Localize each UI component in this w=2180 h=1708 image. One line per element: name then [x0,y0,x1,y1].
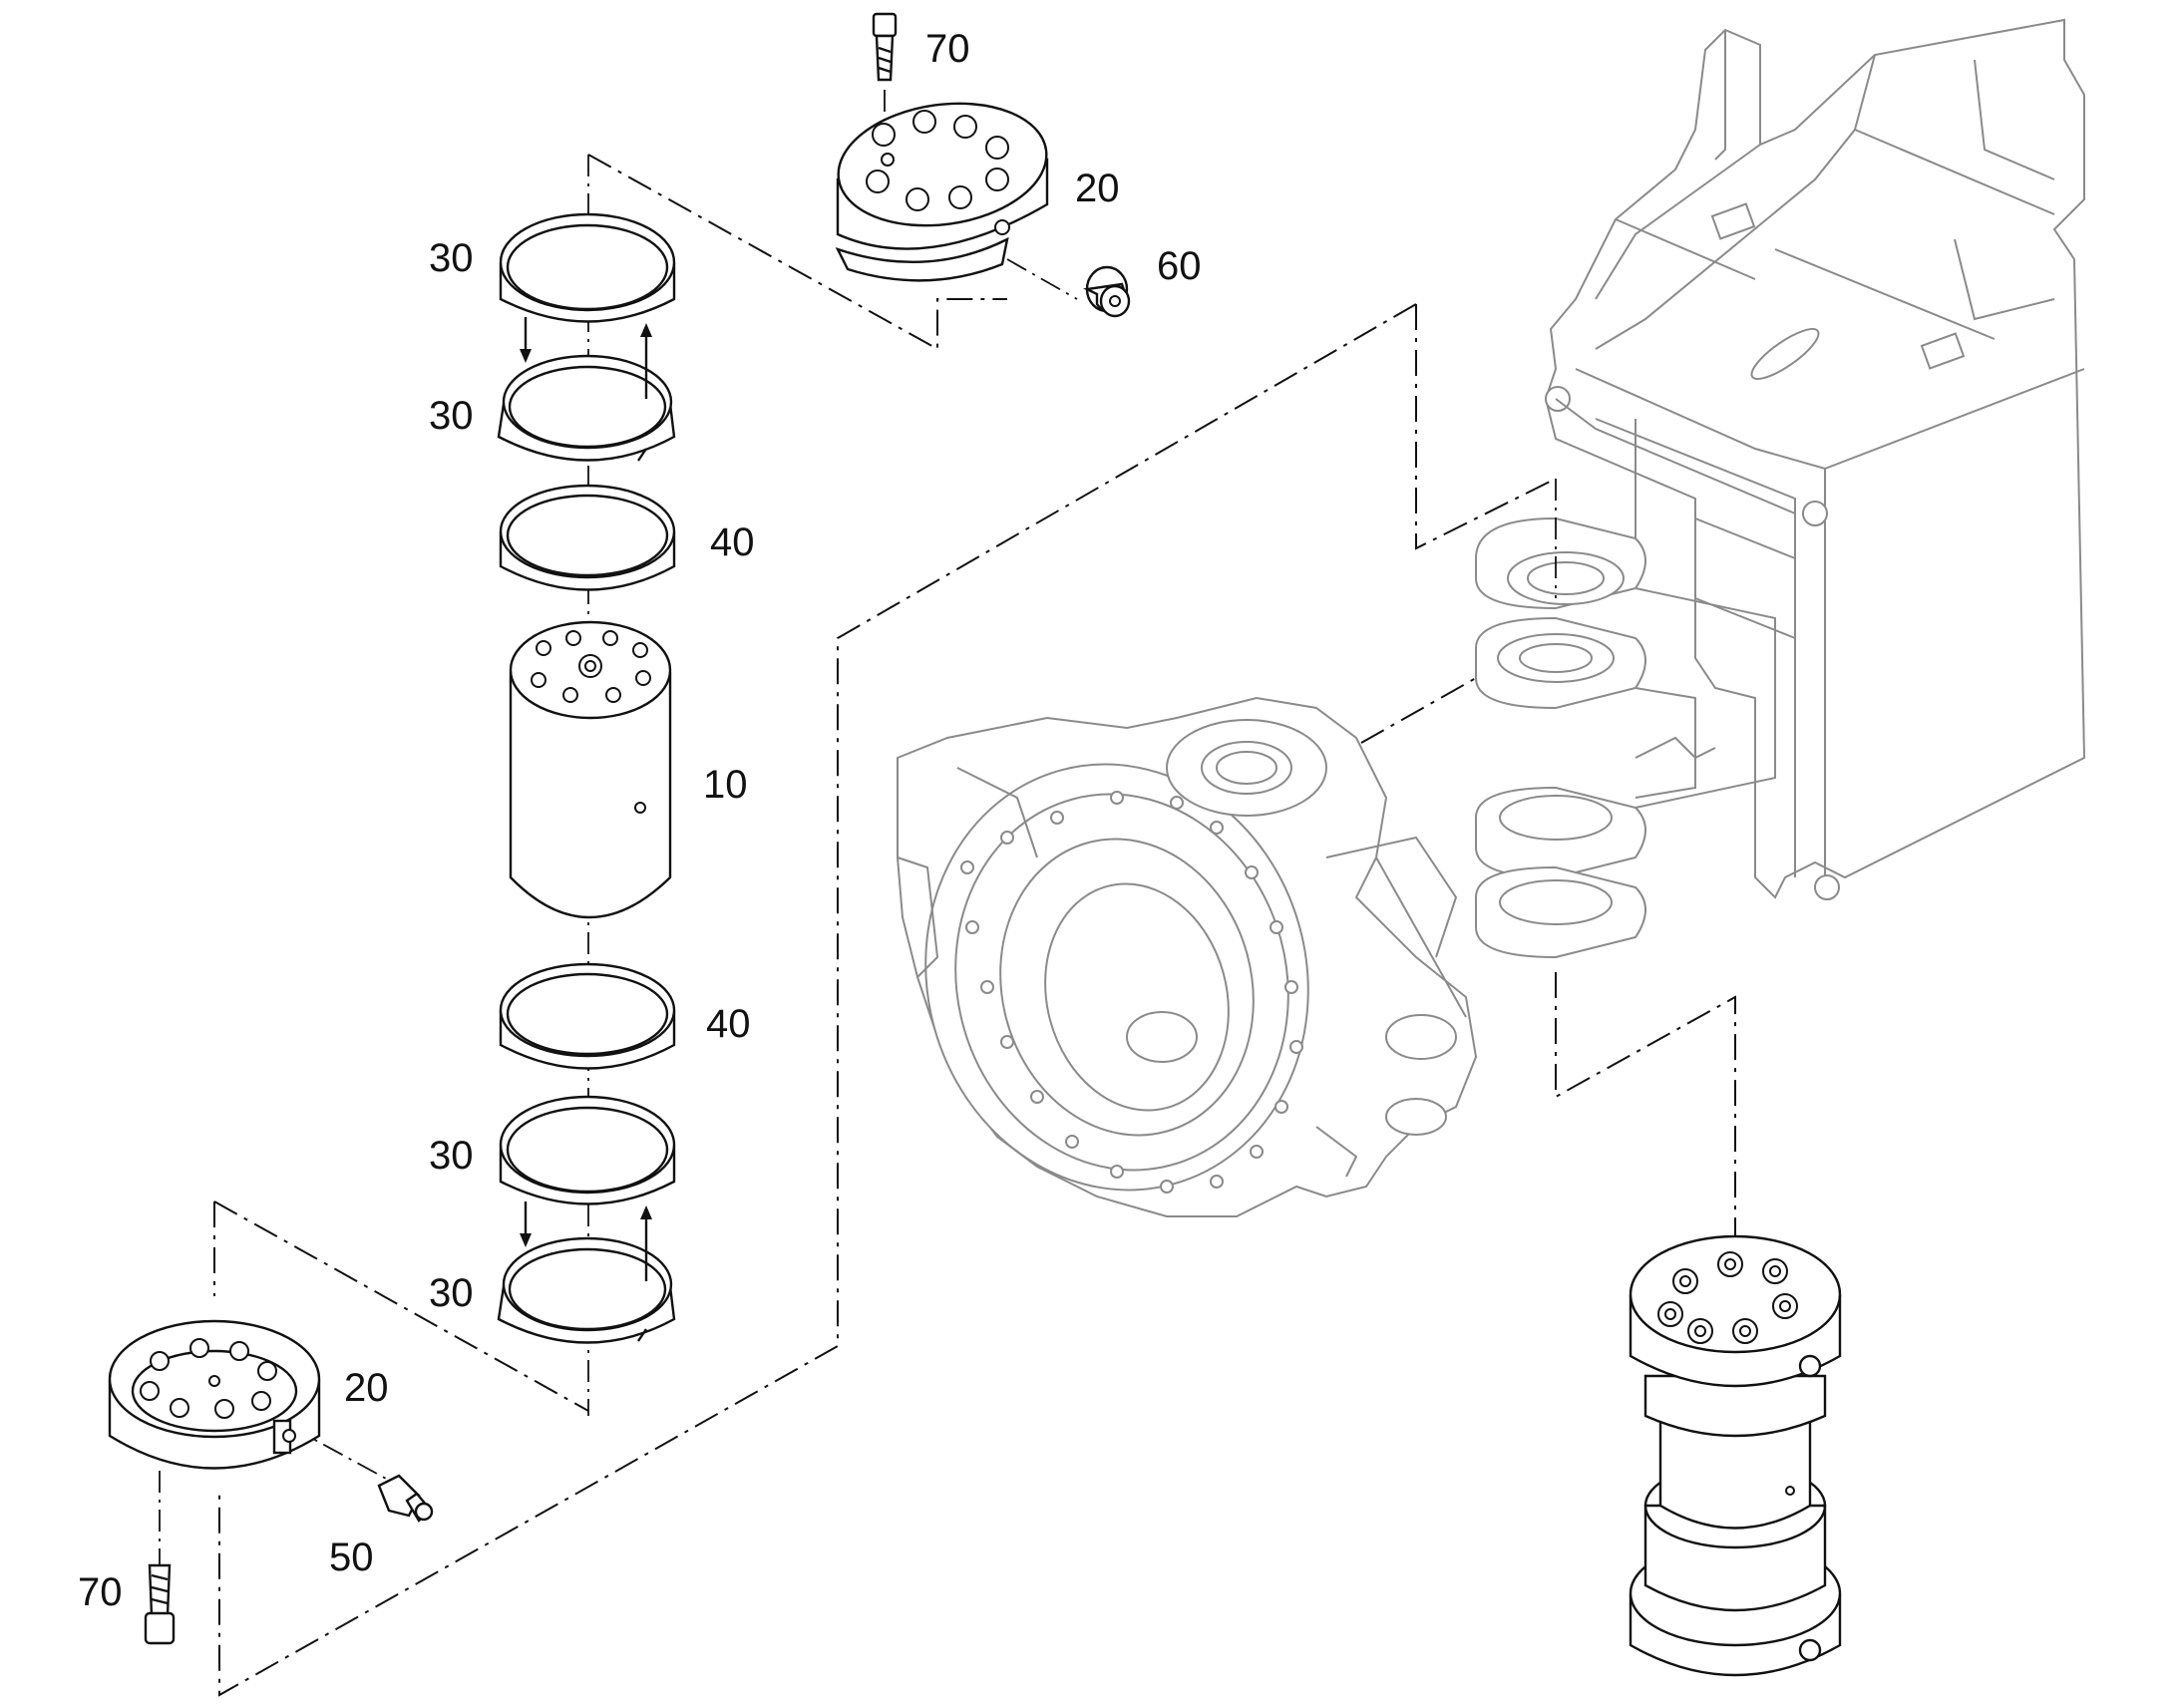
callout-bolt-top: 70 [925,27,970,71]
bushing-lower [499,962,676,1070]
assembled-pin-unit [1629,1234,1842,1677]
knuckle-bolt-circle [960,791,1303,1194]
callout-ring-3: 30 [429,1134,474,1178]
seal-ring-3 [499,1095,676,1205]
callout-ring-1: 30 [429,236,474,280]
grease-nipple [377,1474,434,1523]
boom-frame-drawing [1544,18,2086,900]
frame-knuckle-lugs [1475,516,1776,959]
bolt-bottom [144,1563,176,1645]
callout-bushing-lower: 40 [706,1002,751,1046]
axle-knuckle-housing [897,696,1478,1217]
pin [509,620,672,919]
bushing-upper [499,484,676,591]
callout-bolt-bottom: 70 [78,1570,123,1614]
callout-ring-2: 30 [429,394,474,438]
cap-top [835,102,1049,282]
bolt-top [872,12,898,82]
callout-ring-4: 30 [429,1271,474,1315]
seal-ring-1 [499,212,676,323]
seal-ring-4 [497,1236,676,1344]
cap-bottom [108,1319,321,1470]
plug-top [1083,265,1131,318]
callout-labels: 70 20 60 30 30 40 10 40 30 30 20 50 70 [78,27,1202,1614]
callout-pin: 10 [703,763,748,807]
callout-plug-top: 60 [1157,244,1202,288]
callout-cap-top: 20 [1075,167,1120,210]
callout-cap-bottom: 20 [344,1366,389,1410]
callout-bushing-upper: 40 [710,520,755,564]
callout-grease-nipple: 50 [329,1536,374,1579]
assembly-arrows-upper [520,317,652,399]
seal-ring-2 [497,354,676,462]
assembly-arrows-lower [520,1201,652,1281]
